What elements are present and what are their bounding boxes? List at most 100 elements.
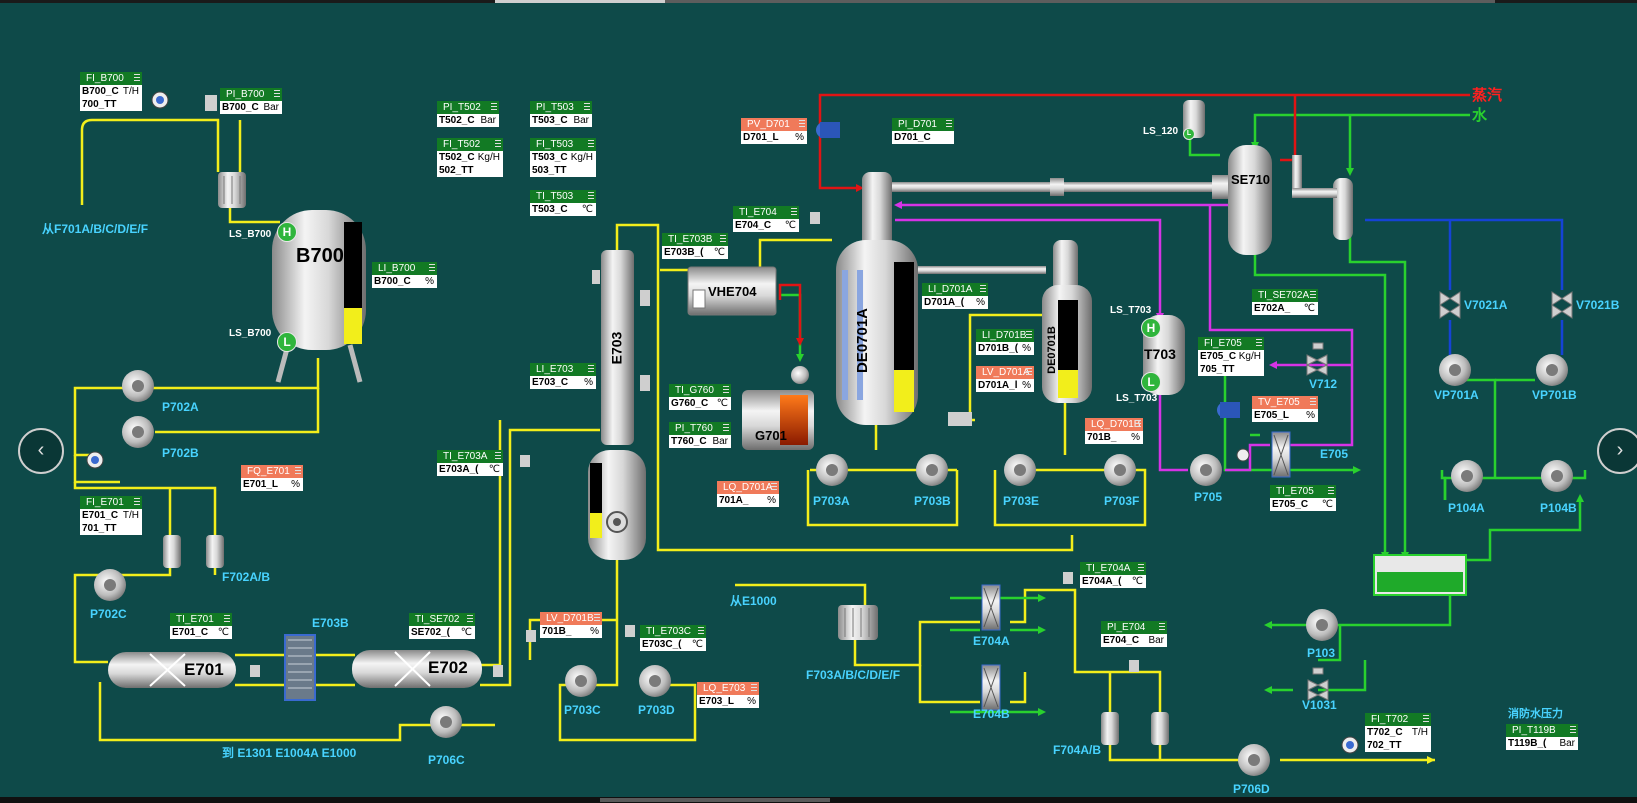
- from-e1000-label: 从E1000: [730, 594, 777, 608]
- ls-t703-h-label: LS_T703: [1110, 305, 1152, 316]
- vp701b-label: VP701B: [1532, 388, 1577, 402]
- se710-label: SE710: [1231, 172, 1271, 187]
- p703a-label: P703A: [813, 494, 850, 508]
- p103-label: P103: [1307, 646, 1336, 660]
- ls-b700-h-label: LS_B700: [229, 229, 272, 240]
- e704b-label: E704B: [973, 707, 1010, 721]
- e705-label: E705: [1320, 447, 1349, 461]
- next-page-button[interactable]: ›: [1597, 428, 1637, 474]
- p703b-label: P703B: [914, 494, 951, 508]
- f703-label: F703A/B/C/D/E/F: [806, 668, 901, 682]
- b700-low-level-indicator: L: [277, 332, 297, 352]
- from-f701-label: 从F701A/B/C/D/E/F: [42, 222, 149, 236]
- ls-t703-l-label: LS_T703: [1116, 393, 1158, 404]
- control-valves: [816, 122, 1240, 418]
- p702c-label: P702C: [90, 607, 127, 621]
- magenta-pipes: [895, 203, 1354, 472]
- f702ab-label: F702A/B: [222, 570, 271, 584]
- v7021a-label: V7021A: [1464, 298, 1508, 312]
- p702b-label: P702B: [162, 446, 199, 460]
- b700-high-level-indicator: H: [277, 222, 297, 242]
- b700-tank: [272, 210, 366, 383]
- green-pipes: [780, 113, 1587, 714]
- g701-label: G701: [755, 428, 787, 443]
- p702a-label: P702A: [162, 400, 199, 414]
- pumps: [94, 354, 1573, 776]
- ls-b700-l-label: LS_B700: [229, 328, 272, 339]
- t703-low-level-indicator: L: [1141, 372, 1161, 392]
- p104b-label: P104B: [1540, 501, 1577, 515]
- f704ab-label: F704A/B: [1053, 743, 1102, 757]
- prev-page-button[interactable]: ‹: [18, 428, 64, 474]
- p703d-label: P703D: [638, 703, 675, 717]
- p703e-label: P703E: [1003, 494, 1040, 508]
- p703c-label: P703C: [564, 703, 601, 717]
- to-e1301-label: 到 E1301 E1004A E1000: [222, 746, 357, 760]
- vp701a-label: VP701A: [1434, 388, 1479, 402]
- p705-label: P705: [1194, 490, 1223, 504]
- e703-label: E703: [608, 331, 625, 365]
- de0701a-evaporator: [836, 172, 1232, 425]
- t703-label: T703: [1144, 346, 1176, 362]
- e702-label: E702: [428, 658, 468, 677]
- p706c-label: P706C: [428, 753, 465, 767]
- v712-label: V712: [1309, 377, 1338, 391]
- p703f-label: P703F: [1104, 494, 1140, 508]
- top-scroll-bar: [0, 0, 1637, 3]
- bottom-scroll-bar[interactable]: [0, 797, 1637, 803]
- b700-inlet-filter: [218, 172, 246, 208]
- valves: [1305, 291, 1573, 701]
- vhe704-label: VHE704: [708, 284, 757, 299]
- ls-120-indicator: L: [1183, 128, 1195, 140]
- ls-120-label: LS_120: [1143, 126, 1179, 137]
- vacuum-pipes: [1365, 218, 1564, 355]
- water-label: 水: [1472, 107, 1488, 124]
- de0701b-label: DE0701B: [1045, 326, 1058, 374]
- de0701a-label: DE0701A: [854, 307, 872, 374]
- p706d-label: P706D: [1233, 782, 1270, 796]
- steam-label: 蒸汽: [1472, 87, 1503, 104]
- e703b-label: E703B: [312, 616, 349, 630]
- p104a-label: P104A: [1448, 501, 1485, 515]
- fire-water-label: 消防水压力: [1508, 708, 1563, 720]
- v7021b-label: V7021B: [1576, 298, 1620, 312]
- e701-label: E701: [184, 660, 224, 679]
